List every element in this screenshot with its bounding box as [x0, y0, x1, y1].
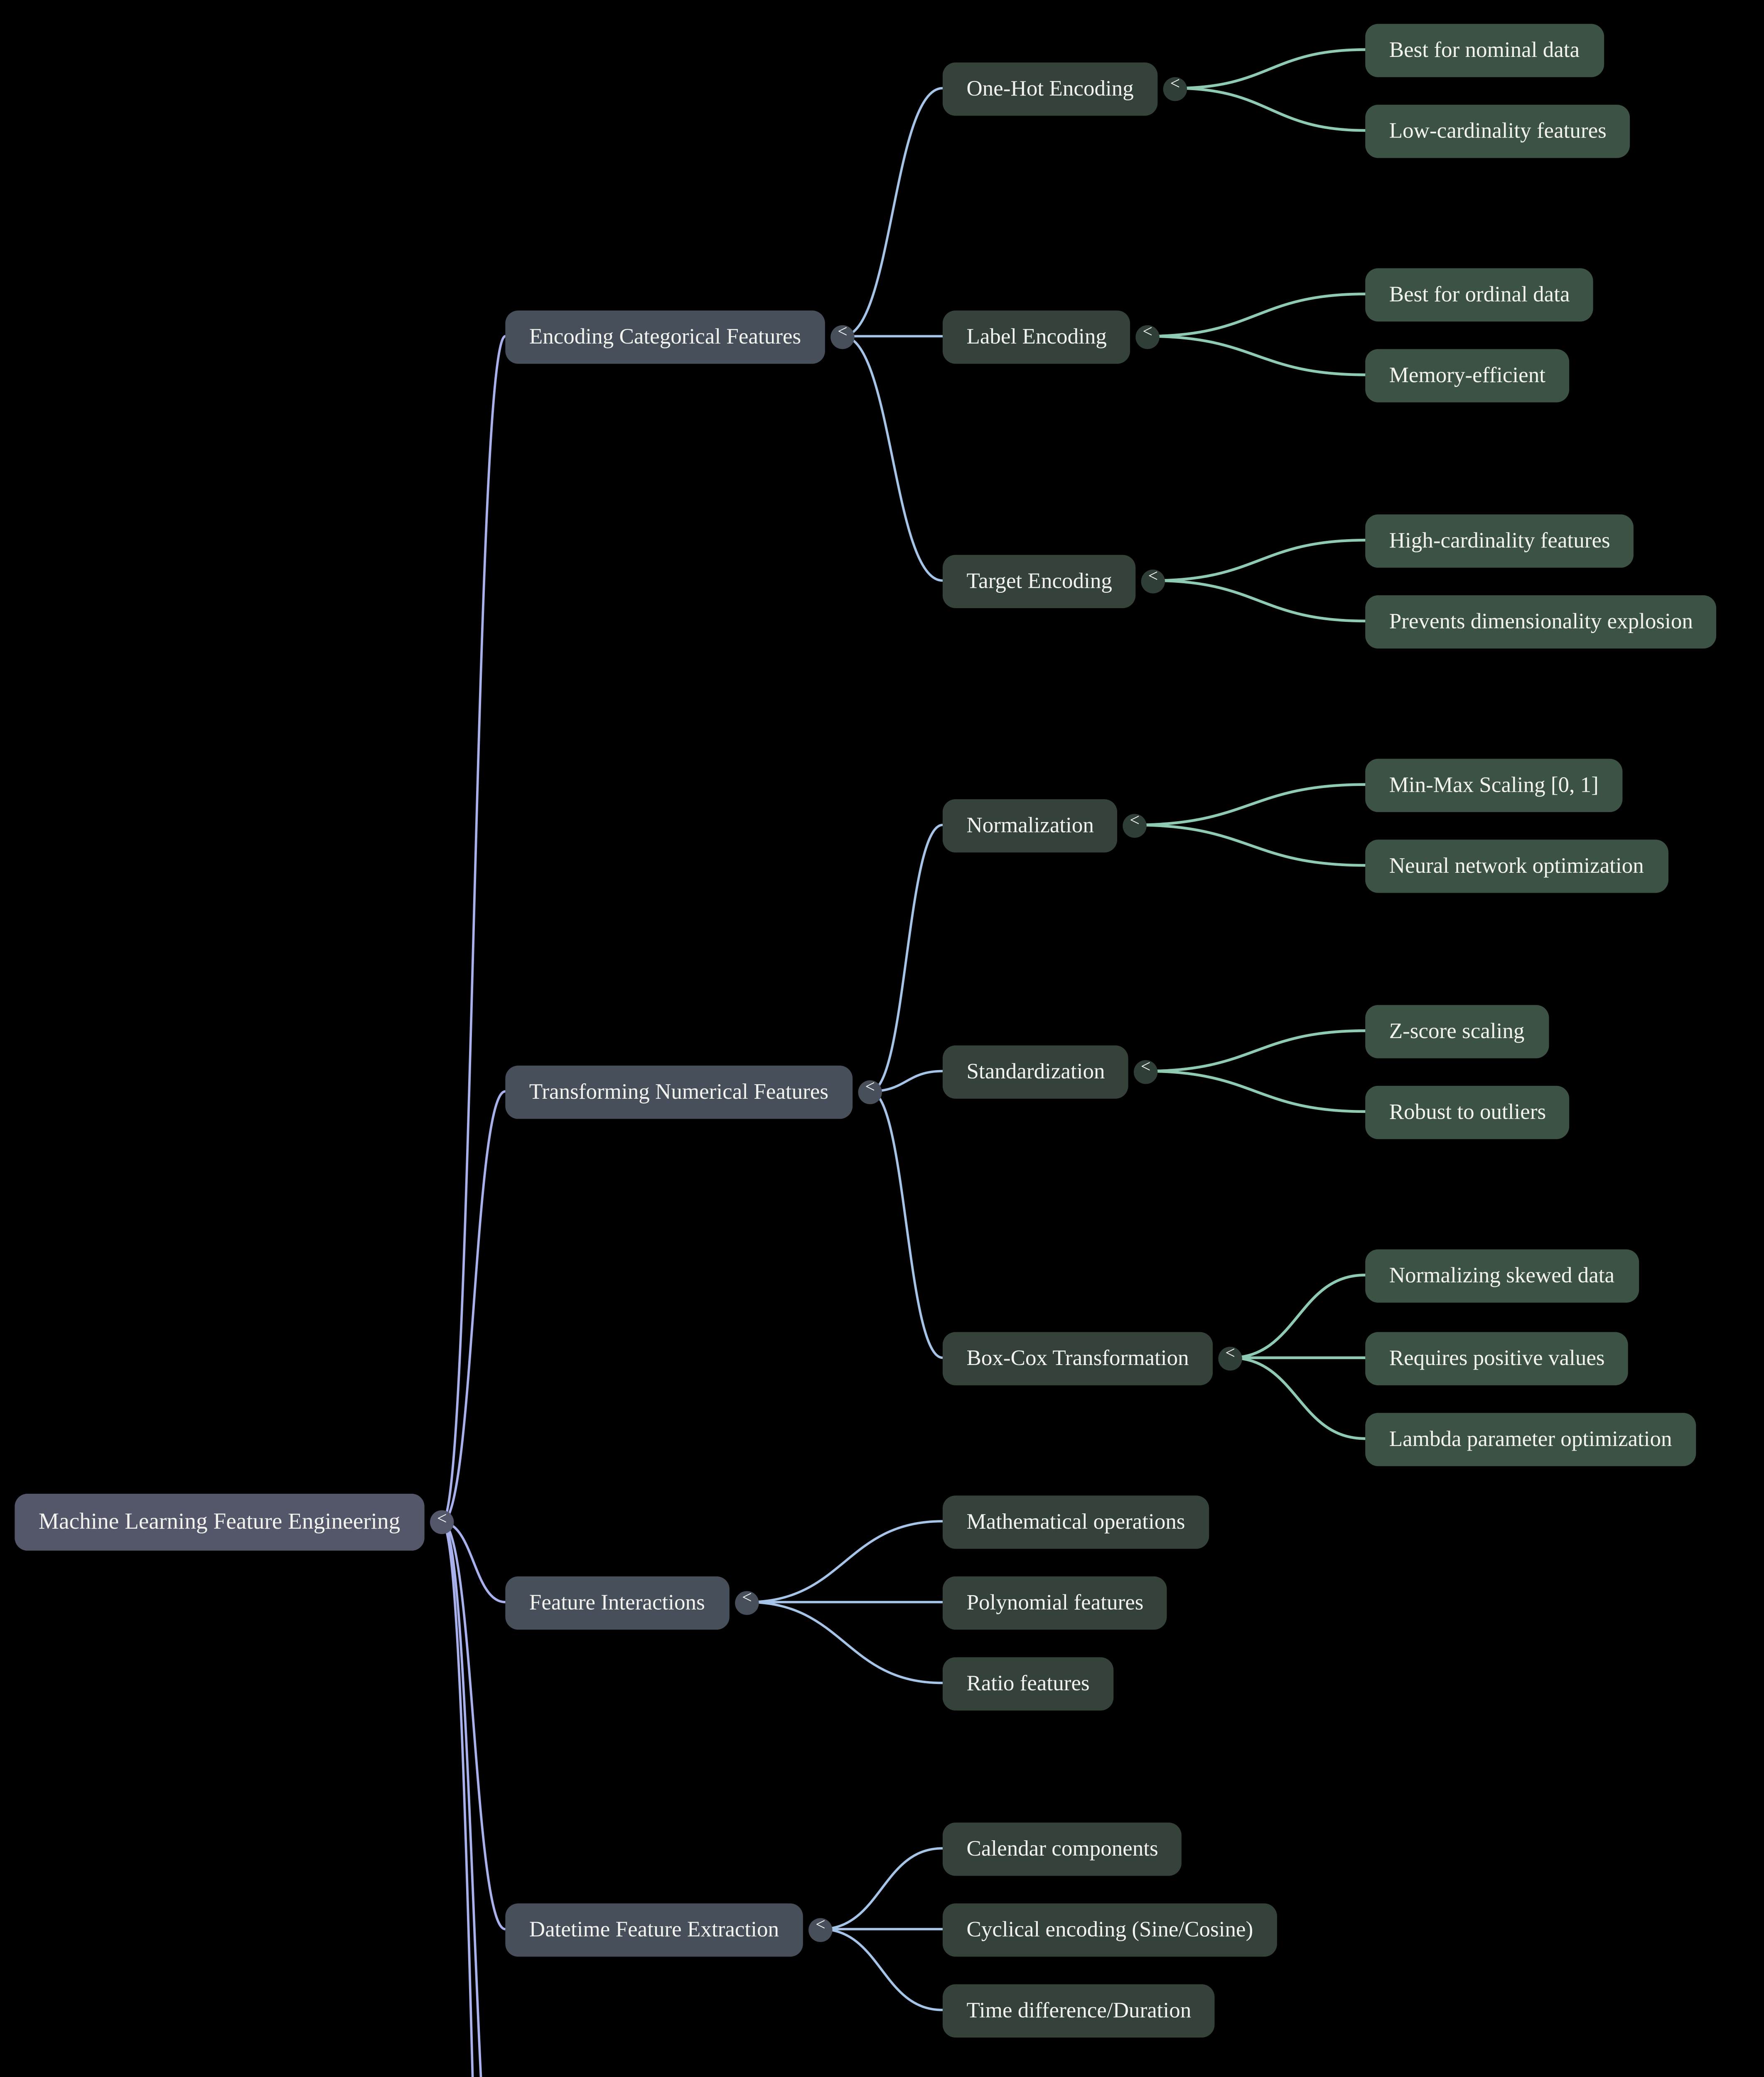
branch-link [1146, 292, 1367, 338]
branch-link [869, 1090, 944, 1359]
branch-link [1133, 823, 1367, 867]
node-cyclical-encoding-sine-cosine[interactable]: Cyclical encoding (Sine/Cosine) [942, 1902, 1277, 1956]
node-target-encoding[interactable]: Target Encoding [942, 554, 1136, 607]
collapse-toggle[interactable]: < [1163, 76, 1187, 101]
collapse-chevron-icon: < [865, 1080, 875, 1098]
node-ratio-features[interactable]: Ratio features [942, 1656, 1114, 1710]
collapse-toggle[interactable]: < [1133, 1059, 1158, 1083]
node-low-cardinality-features[interactable]: Low-cardinality features [1365, 103, 1631, 157]
node-datetime-feature-extraction[interactable]: Datetime Feature Extraction [505, 1902, 803, 1956]
node-high-cardinality-features[interactable]: High-cardinality features [1365, 513, 1634, 567]
node-time-difference-duration[interactable]: Time difference/Duration [942, 1983, 1215, 2037]
node-prevents-dimensionality-explosion[interactable]: Prevents dimensionality explosion [1365, 594, 1717, 648]
node-one-hot-encoding[interactable]: One-Hot Encoding [942, 61, 1158, 115]
collapse-chevron-icon: < [1148, 569, 1158, 588]
collapse-toggle[interactable]: < [735, 1590, 759, 1614]
branch-link [1174, 48, 1367, 90]
branch-link [1152, 539, 1367, 582]
collapse-toggle[interactable]: < [808, 1917, 833, 1941]
node-machine-learning-feature-engineering[interactable]: Machine Learning Feature Engineering [15, 1493, 424, 1551]
node-label-encoding[interactable]: Label Encoding [942, 309, 1131, 363]
branch-link [819, 1928, 944, 2011]
node-polynomial-features[interactable]: Polynomial features [942, 1575, 1167, 1629]
node-lambda-parameter-optimization[interactable]: Lambda parameter optimization [1365, 1412, 1696, 1466]
branch-link [746, 1601, 944, 1684]
node-mathematical-operations[interactable]: Mathematical operations [942, 1495, 1209, 1548]
node-encoding-categorical-features[interactable]: Encoding Categorical Features [505, 309, 825, 363]
collapse-chevron-icon: < [815, 1917, 825, 1936]
node-min-max-scaling-0-1[interactable]: Min-Max Scaling [0, 1] [1365, 758, 1623, 811]
collapse-chevron-icon: < [1225, 1346, 1235, 1365]
branch-link [1174, 86, 1367, 132]
node-normalizing-skewed-data[interactable]: Normalizing skewed data [1365, 1248, 1639, 1302]
collapse-chevron-icon: < [1170, 76, 1180, 95]
branch-link [1228, 1356, 1367, 1440]
node-neural-network-optimization[interactable]: Neural network optimization [1365, 839, 1668, 892]
branch-link [1144, 1070, 1367, 1113]
branch-link [440, 1521, 507, 1930]
collapse-chevron-icon: < [437, 1510, 447, 1529]
collapse-toggle[interactable]: < [1135, 324, 1160, 349]
branch-link [869, 824, 944, 1093]
node-z-score-scaling[interactable]: Z-score scaling [1365, 1004, 1548, 1058]
collapse-chevron-icon: < [1142, 324, 1152, 343]
branch-link [841, 335, 944, 582]
collapse-toggle[interactable]: < [1123, 813, 1147, 837]
node-requires-positive-values[interactable]: Requires positive values [1365, 1331, 1629, 1385]
branch-link [440, 335, 507, 1524]
collapse-toggle[interactable]: < [830, 324, 855, 349]
collapse-chevron-icon: < [838, 324, 848, 343]
collapse-toggle[interactable]: < [1141, 568, 1165, 593]
collapse-toggle[interactable]: < [430, 1510, 454, 1534]
branch-link [440, 1521, 474, 2077]
branch-link [440, 1521, 482, 2077]
node-calendar-components[interactable]: Calendar components [942, 1822, 1182, 1875]
node-box-cox-transformation[interactable]: Box-Cox Transformation [942, 1331, 1213, 1385]
node-feature-interactions[interactable]: Feature Interactions [505, 1575, 729, 1629]
branch-link [1144, 1029, 1367, 1073]
branch-link [440, 1090, 507, 1524]
collapse-toggle[interactable]: < [858, 1079, 882, 1103]
node-best-for-nominal-data[interactable]: Best for nominal data [1365, 23, 1604, 76]
branch-link [1133, 783, 1367, 827]
node-best-for-ordinal-data[interactable]: Best for ordinal data [1365, 267, 1594, 321]
collapse-chevron-icon: < [742, 1591, 752, 1609]
node-robust-to-outliers[interactable]: Robust to outliers [1365, 1085, 1570, 1138]
node-standardization[interactable]: Standardization [942, 1044, 1129, 1098]
collapse-toggle[interactable]: < [1218, 1345, 1242, 1370]
node-normalization[interactable]: Normalization [942, 798, 1118, 852]
node-memory-efficient[interactable]: Memory-efficient [1365, 348, 1570, 402]
branch-link [1152, 579, 1367, 623]
branch-link [1146, 335, 1367, 376]
branch-link [746, 1520, 944, 1603]
branch-link [841, 87, 944, 338]
branch-link [1228, 1274, 1367, 1359]
node-transforming-numerical-features[interactable]: Transforming Numerical Features [505, 1065, 853, 1118]
collapse-chevron-icon: < [1130, 813, 1140, 832]
branch-link [819, 1847, 944, 1930]
collapse-chevron-icon: < [1140, 1059, 1151, 1078]
